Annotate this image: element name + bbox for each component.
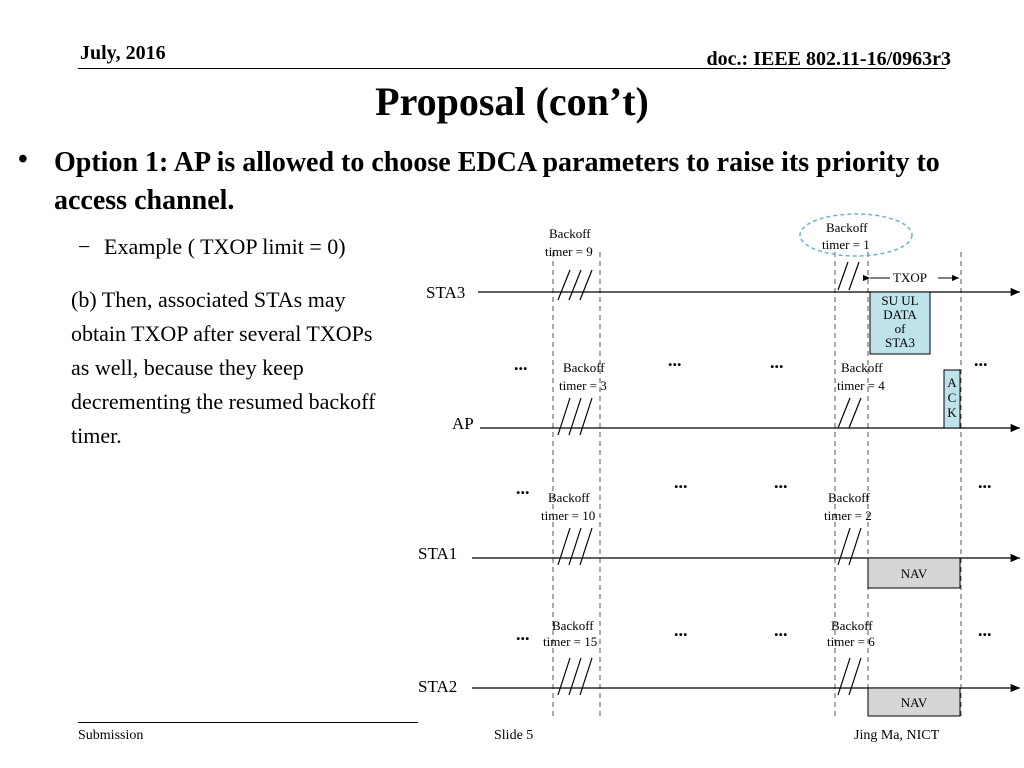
backoff-label: Backoff xyxy=(828,490,870,505)
ellipsis: ... xyxy=(516,478,530,498)
footer-submission: Submission xyxy=(78,728,144,743)
explanation-paragraph: (b) Then, associated STAs may obtain TXO… xyxy=(71,287,376,448)
backoff-timer-value: timer = 4 xyxy=(837,378,885,393)
header-doc-id: doc.: IEEE 802.11-16/0963r3 xyxy=(706,48,951,70)
backoff-timer-value: timer = 1 xyxy=(822,237,870,252)
ack-letter: C xyxy=(948,390,957,405)
ellipsis: ... xyxy=(770,352,784,372)
backoff-timer-value: timer = 10 xyxy=(541,508,595,523)
footer-author: Jing Ma, NICT xyxy=(854,728,940,743)
backoff-label: Backoff xyxy=(841,360,883,375)
backoff-timer-value: timer = 3 xyxy=(559,378,607,393)
station-label-ap: AP xyxy=(452,414,474,433)
reference-lines xyxy=(552,252,962,720)
ellipsis: ... xyxy=(674,620,688,640)
backoff-timer-value: timer = 15 xyxy=(543,634,597,649)
footer-slide-number: Slide 5 xyxy=(494,728,534,743)
bullet-marker: • xyxy=(18,144,28,175)
data-frame-text: SU UL xyxy=(881,293,918,308)
header-divider xyxy=(78,68,946,69)
su-ul-data-frame xyxy=(869,291,931,355)
ack-letter: A xyxy=(947,375,957,390)
station-label-sta2: STA2 xyxy=(418,677,457,696)
nav-box-sta2 xyxy=(867,687,961,717)
ack-frame xyxy=(943,369,961,429)
backoff-label: Backoff xyxy=(826,220,868,235)
ellipsis-markers: ... ... ... ... ... ... ... ... ... ... … xyxy=(514,350,992,644)
slide-title: Proposal (con’t) xyxy=(375,79,649,124)
backoff-timer-value: timer = 6 xyxy=(827,634,875,649)
sub-bullet-marker: − xyxy=(78,234,91,259)
ellipsis: ... xyxy=(516,624,530,644)
bullet-option-1: Option 1: AP is allowed to choose EDCA p… xyxy=(54,147,940,216)
data-frame-text: STA3 xyxy=(885,335,915,350)
sub-bullet-example: Example ( TXOP limit = 0) xyxy=(104,234,346,259)
backoff-timer-value: timer = 2 xyxy=(824,508,872,523)
highlight-ellipse xyxy=(799,213,913,257)
ellipsis: ... xyxy=(978,620,992,640)
data-frame-text: of xyxy=(895,321,907,336)
ellipsis: ... xyxy=(674,472,688,492)
nav-box-sta1 xyxy=(867,557,961,589)
txop-label: TXOP xyxy=(893,270,927,285)
nav-label: NAV xyxy=(901,566,928,581)
nav-label: NAV xyxy=(901,695,928,710)
ellipsis: ... xyxy=(978,472,992,492)
ack-letter: K xyxy=(947,405,957,420)
station-label-sta1: STA1 xyxy=(418,544,457,563)
backoff-timer-value: timer = 9 xyxy=(545,244,593,259)
backoff-hatches xyxy=(557,261,862,696)
header-date: July, 2016 xyxy=(80,42,166,64)
backoff-label: Backoff xyxy=(563,360,605,375)
ellipsis: ... xyxy=(774,620,788,640)
data-frame-text: DATA xyxy=(883,307,917,322)
ellipsis: ... xyxy=(774,472,788,492)
station-label-sta3: STA3 xyxy=(426,283,465,302)
ellipsis: ... xyxy=(514,354,528,374)
footer-divider xyxy=(78,722,418,723)
backoff-label: Backoff xyxy=(549,226,591,241)
ellipsis: ... xyxy=(668,350,682,370)
backoff-label: Backoff xyxy=(548,490,590,505)
backoff-label: Backoff xyxy=(552,618,594,633)
backoff-label: Backoff xyxy=(831,618,873,633)
ellipsis: ... xyxy=(974,350,988,370)
